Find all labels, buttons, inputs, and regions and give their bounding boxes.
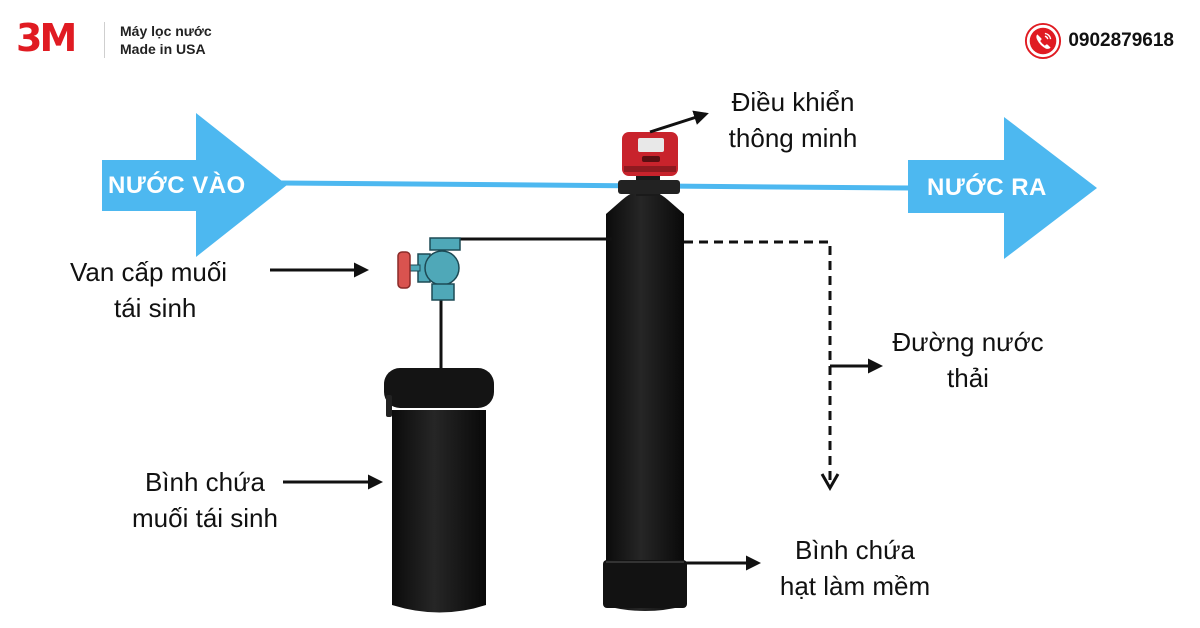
- resin-tank: [603, 190, 687, 611]
- brine-valve: [397, 237, 461, 301]
- label-brine-tank-line-1: Bình chứa: [144, 467, 266, 497]
- phone-icon: [1025, 22, 1062, 60]
- tagline-line-1: Máy lọc nước: [120, 23, 212, 39]
- label-controller: Điều khiển thông minh: [708, 84, 878, 156]
- label-drain-line-line-1: Đường nước: [892, 327, 1044, 357]
- label-controller-line-1: Điều khiển: [731, 87, 855, 117]
- controller-head: [618, 132, 680, 196]
- tagline-line-2: Made in USA: [120, 41, 206, 57]
- label-brine-tank-line-2: muối tái sinh: [132, 503, 278, 533]
- phone-contact[interactable]: 0902879618: [1024, 22, 1174, 60]
- label-brine-tank: Bình chứa muối tái sinh: [100, 464, 310, 536]
- brand-logo: 3M: [16, 16, 77, 60]
- label-controller-line-2: thông minh: [728, 123, 858, 153]
- drain-line-arrowhead: [820, 473, 840, 492]
- outlet-label: NƯỚC RA: [927, 174, 1047, 201]
- label-drain-line-line-2: thải: [947, 363, 989, 393]
- label-brine-valve-line-2: tái sinh: [114, 293, 197, 323]
- flow-line: [279, 180, 913, 191]
- label-resin-tank-line-2: hạt làm mềm: [779, 571, 931, 601]
- drain-line: [684, 240, 832, 482]
- label-drain-line: Đường nước thải: [878, 324, 1058, 396]
- inlet-arrow: [102, 113, 287, 257]
- pointer-controller: [649, 110, 709, 134]
- inlet-label: NƯỚC VÀO: [108, 172, 246, 199]
- label-resin-tank: Bình chứa hạt làm mềm: [755, 532, 955, 604]
- brine-tank: [384, 368, 494, 613]
- label-brine-valve: Van cấp muối tái sinh: [70, 254, 227, 326]
- header-divider: [104, 22, 105, 58]
- phone-number[interactable]: 0902879618: [1068, 30, 1174, 51]
- label-brine-valve-line-1: Van cấp muối: [70, 257, 228, 287]
- outlet-arrow: [908, 117, 1097, 259]
- brand-tagline: Máy lọc nước Made in USA: [120, 22, 212, 58]
- label-resin-tank-line-1: Bình chứa: [794, 535, 916, 565]
